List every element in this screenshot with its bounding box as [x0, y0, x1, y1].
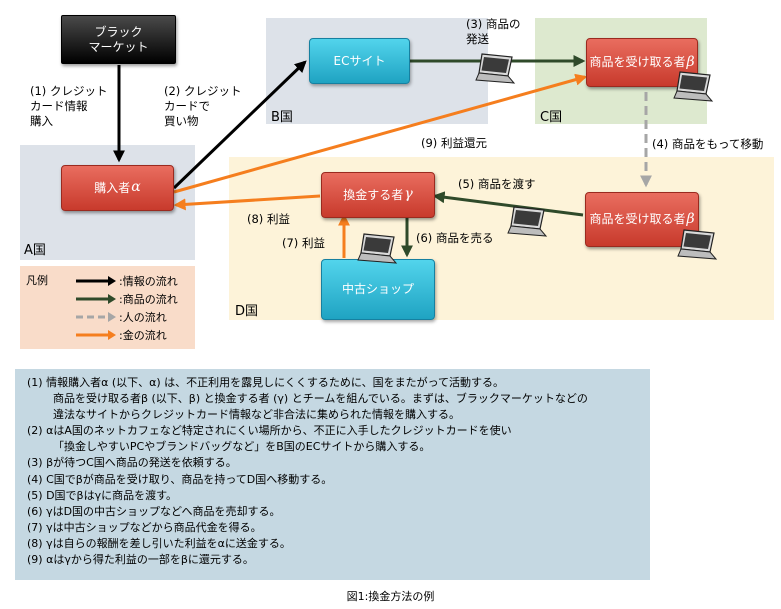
receiver-d-label: 商品を受け取る者	[589, 212, 686, 226]
note-line: 「換金しやすいPCやブランドバッグなど」をB国のECサイトから購入する。	[53, 440, 431, 454]
explanation-panel: (1) 情報購入者α (以下、α) は、不正利用を露見しにくくするために、国をま…	[15, 369, 650, 580]
laptop-icon	[673, 71, 714, 102]
legend-money-label: :金の流れ	[119, 329, 167, 342]
black-market-line-1: ブラック	[94, 24, 143, 39]
receiver-c-greek: β	[686, 53, 695, 70]
legend-item-info: :情報の流れ	[75, 273, 178, 289]
legend-title: 凡例	[26, 274, 48, 287]
black-market-line-2: マーケット	[88, 39, 149, 54]
step-3-line-2: 発送	[466, 31, 489, 46]
legend-goods-arrow-icon	[76, 294, 116, 304]
legend: 凡例 :情報の流れ :商品の流れ :人の流れ :金の流れ	[20, 266, 195, 349]
note-line: (3) βが待つC国へ商品の発送を依頼する。	[27, 456, 237, 470]
step-1-line-1: (1) クレジット	[30, 84, 108, 98]
step-2-line-3: 買い物	[164, 113, 199, 128]
black-market-node: ブラック マーケット	[61, 15, 176, 64]
step-3-line-1: (3) 商品の	[466, 17, 521, 31]
step-label-6: (6) 商品を売る	[416, 231, 494, 245]
laptop-icon	[475, 53, 516, 84]
region-label-a: A国	[24, 243, 46, 258]
note-line: 商品を受け取る者β (以下、β) と換金する者 (γ) とチームを組んでいる。ま…	[53, 392, 588, 406]
step-2-line-1: (2) クレジット	[164, 84, 242, 98]
note-line: 違法なサイトからクレジットカード情報など非合法に集められた情報を購入する。	[53, 408, 460, 422]
laptop-icon	[677, 229, 718, 260]
step-label-3: (3) 商品の 発送	[466, 17, 520, 47]
legend-goods-label: :商品の流れ	[119, 293, 178, 306]
note-line: (4) C国でβが商品を受け取り、商品を持ってD国へ移動する。	[27, 472, 333, 486]
step-2-line-2: カードで	[164, 98, 210, 113]
step-1-line-3: 購入	[30, 113, 53, 128]
note-line: (1) 情報購入者α (以下、α) は、不正利用を露見しにくくするために、国をま…	[27, 376, 505, 389]
arrow-money-8	[173, 194, 321, 211]
legend-item-people: :人の流れ	[75, 309, 167, 325]
note-line: (2) αはA国のネットカフェなど特定されにくい場所から、不正に入手したクレジッ…	[27, 424, 512, 438]
step-label-2: (2) クレジット カードで 買い物	[164, 84, 241, 129]
figure-caption: 図1:換金方法の例	[346, 590, 435, 603]
note-line: (9) αはγから得た利益の一部をβに還元する。	[27, 553, 254, 567]
ec-site-node: ECサイト	[309, 38, 410, 84]
note-line: (5) D国でβはγに商品を渡す。	[27, 488, 177, 502]
receiver-c-label: 商品を受け取る者	[589, 55, 686, 69]
step-label-4: (4) 商品をもって移動	[652, 137, 764, 151]
arrow-money-9	[173, 73, 588, 194]
region-label-b: B国	[271, 110, 293, 125]
step-1-line-2: カード情報	[30, 98, 88, 113]
legend-people-label: :人の流れ	[119, 311, 167, 324]
legend-people-arrow-icon	[76, 312, 116, 322]
exchanger-greek: γ	[404, 186, 413, 203]
note-line: (6) γはD国の中古ショップなどへ商品を売却する。	[27, 504, 281, 518]
laptop-icon	[507, 206, 548, 237]
receiver-d-greek: β	[686, 210, 695, 227]
step-label-7: (7) 利益	[282, 236, 325, 250]
laptop-icon	[357, 233, 398, 264]
ec-site-label: ECサイト	[333, 53, 386, 68]
note-line: (7) γは中古ショップなどから商品代金を得る。	[27, 520, 262, 534]
step-label-8: (8) 利益	[247, 212, 290, 226]
buyer-greek: α	[131, 179, 141, 196]
note-line: (8) γは自らの報酬を差し引いた利益をαに送金する。	[27, 536, 291, 550]
step-label-9: (9) 利益還元	[421, 136, 487, 150]
step-label-5: (5) 商品を渡す	[458, 177, 536, 191]
used-shop-node: 中古ショップ	[321, 259, 435, 320]
used-shop-label: 中古ショップ	[341, 282, 414, 296]
arrow-goods-5	[432, 191, 584, 217]
region-label-c: C国	[540, 110, 563, 125]
legend-item-money: :金の流れ	[75, 327, 167, 343]
legend-money-arrow-icon	[76, 330, 116, 340]
legend-info-label: :情報の流れ	[119, 275, 178, 288]
step-label-1: (1) クレジット カード情報 購入	[30, 84, 107, 129]
buyer-label: 購入者	[94, 180, 131, 195]
legend-info-arrow-icon	[76, 276, 116, 286]
region-label-d: D国	[235, 304, 259, 319]
arrow-info-2	[172, 60, 307, 190]
exchanger-label: 換金する者	[343, 187, 404, 202]
legend-item-goods: :商品の流れ	[75, 291, 178, 307]
